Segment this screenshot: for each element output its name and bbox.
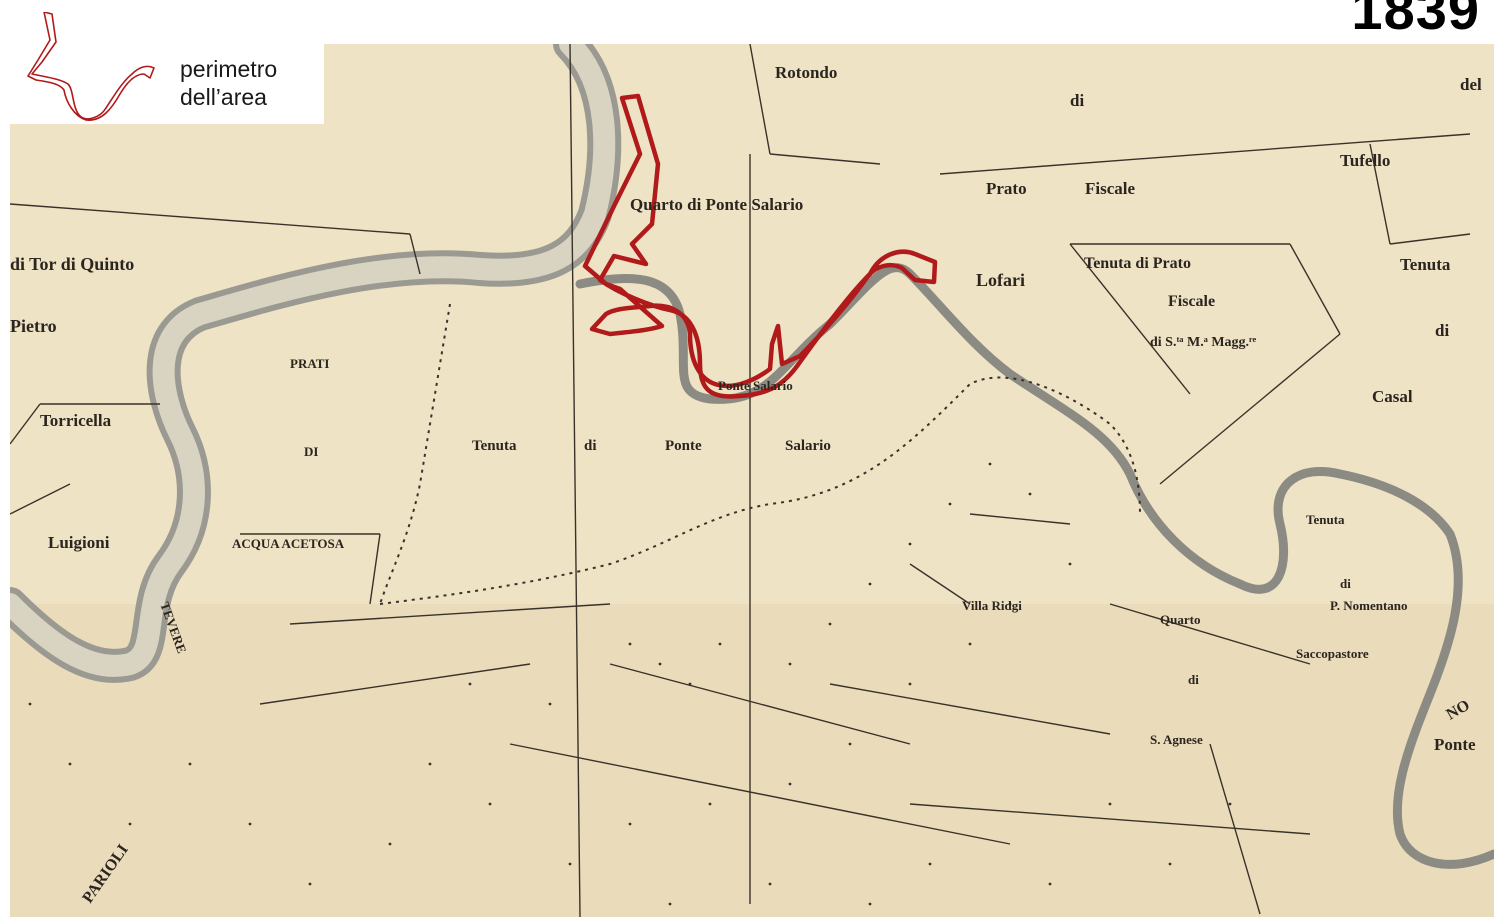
map-label: di Tor di Quinto [10,254,134,274]
legend-label-line1: perimetro [180,56,278,82]
map-label: di [584,438,597,454]
dotted-boundary-2 [379,303,451,605]
map-label: di [1188,672,1199,687]
map-label: Villa Ridgi [962,598,1022,613]
map-label: Tufello [1340,151,1390,170]
map-label: Fiscale [1085,179,1135,198]
map-label: PRATI [290,356,329,371]
map-label: Salario [785,438,831,454]
map-label: Lofari [976,270,1025,290]
map-label: Casal [1372,387,1413,406]
map-label: Tenuta [1306,512,1345,527]
map-label: di [1435,321,1449,340]
map-label: Tenuta [472,438,517,454]
perimeter-legend-icon [27,12,155,121]
map-label: Saccopastore [1296,646,1369,661]
map-label: Tenuta di Prato [1084,255,1191,272]
map-label: Pietro [10,316,57,336]
map-label: Fiscale [1168,293,1215,310]
map-label: ACQUA ACETOSA [232,536,345,551]
vineyard-dots [28,462,1232,906]
tiber-river-inner [10,44,616,677]
map-label: Quarto [1160,612,1200,627]
map-label: Quarto di Ponte Salario [630,195,803,214]
map-label: di S.ᵗᵃ M.ᵃ Magg.ʳᵉ [1150,335,1257,350]
historical-map: Rotondo di del Tufello Prato Fiscale Qua… [10,44,1494,917]
parcel-lines [10,44,1471,917]
map-label: S. Agnese [1150,732,1203,747]
map-label: di [1070,91,1084,110]
map-label: Torricella [40,411,112,430]
dotted-boundary [379,376,1141,605]
area-perimeter [582,93,938,399]
legend-label: perimetro dell’area [180,55,320,111]
map-label: Ponte [1434,735,1476,754]
map-urban-shade [10,604,1494,917]
map-label: del [1460,75,1482,94]
map-label: Ponte Salario [718,378,793,393]
map-label: Luigioni [48,533,110,552]
legend-label-line2: dell’area [180,84,267,110]
map-label: Ponte [665,438,702,454]
map-label: Prato [986,179,1027,198]
map-canvas: Rotondo di del Tufello Prato Fiscale Qua… [10,44,1494,917]
map-label: Tenuta [1400,255,1451,274]
map-legend [10,44,324,124]
map-label: P. Nomentano [1330,598,1408,613]
map-label: di [1340,576,1351,591]
map-label: DI [304,444,318,459]
map-year-title: 1839 [1351,0,1480,41]
map-label: Rotondo [775,63,837,82]
